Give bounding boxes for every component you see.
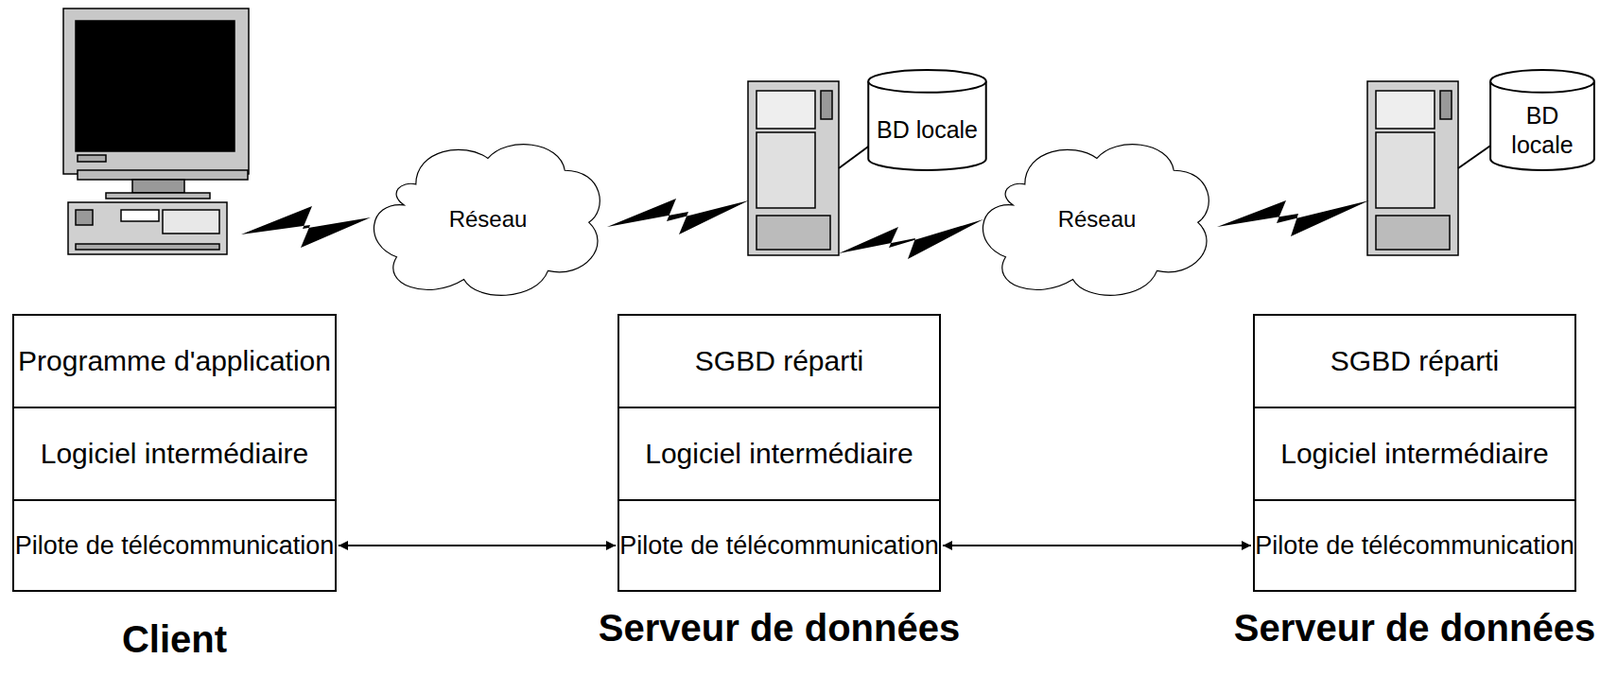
layer-label: Programme d'application (17, 344, 331, 379)
layer-label: Logiciel intermédiaire (1280, 436, 1548, 471)
layer-box: Pilote de télécommunication (617, 499, 941, 592)
layer-box: Logiciel intermédiaire (1252, 406, 1577, 502)
software-stack: ClientProgramme d'applicationLogiciel in… (12, 313, 337, 592)
cloud-label: Réseau (449, 205, 528, 234)
database-cylinder: BD locale (867, 69, 988, 172)
database-label: BD locale (1496, 101, 1588, 161)
stack-heading: Client (0, 616, 373, 662)
layer-label: SGBD réparti (695, 344, 864, 379)
layer-label: Logiciel intermédiaire (644, 436, 913, 471)
database-cylinder: BD locale (1489, 69, 1596, 172)
layer-box: SGBD réparti (1252, 313, 1577, 409)
cloud-label: Réseau (1058, 205, 1137, 234)
layer-box: SGBD réparti (617, 313, 941, 409)
layer-label: Pilote de télécommunication (15, 530, 335, 561)
double-arrow (942, 544, 1252, 547)
software-stack: Serveur de donnéesSGBD répartiLogiciel i… (1252, 313, 1577, 592)
stack-heading: Serveur de données (581, 605, 977, 651)
network-cloud: Réseau (367, 132, 609, 306)
server-icon (747, 81, 839, 256)
layer-label: Pilote de télécommunication (1254, 530, 1575, 561)
network-cloud: Réseau (976, 132, 1218, 306)
layer-box: Pilote de télécommunication (12, 499, 337, 592)
layer-label: SGBD réparti (1330, 344, 1499, 379)
computer-icon (63, 8, 249, 255)
software-stack: Serveur de donnéesSGBD répartiLogiciel i… (617, 313, 941, 592)
layer-box: Logiciel intermédiaire (12, 406, 337, 502)
layer-label: Pilote de télécommunication (619, 530, 940, 561)
layer-label: Logiciel intermédiaire (40, 436, 309, 471)
stack-heading: Serveur de données (1217, 605, 1600, 651)
layer-box: Pilote de télécommunication (1252, 499, 1577, 592)
server-icon (1367, 81, 1459, 256)
database-label: BD locale (876, 115, 978, 145)
layer-box: Programme d'application (12, 313, 337, 409)
layer-box: Logiciel intermédiaire (617, 406, 941, 502)
double-arrow (338, 544, 616, 547)
